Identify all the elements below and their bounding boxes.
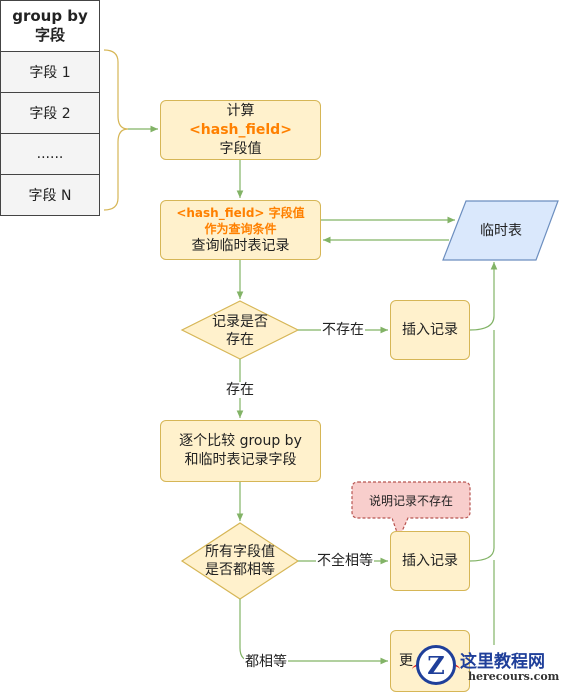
compute-hash-field: <hash_field>: [189, 121, 292, 138]
field-row-2: 字段 2: [1, 93, 99, 134]
field-table-header: group by 字段: [1, 1, 99, 52]
watermark-logo: Z 这里教程网 herecours.com: [412, 643, 561, 691]
watermark-title: 这里教程网: [460, 652, 545, 672]
field-brace: [103, 49, 129, 211]
callout-shape: [351, 481, 471, 540]
compare-line2: 和临时表记录字段: [184, 452, 297, 468]
compute-line1: 计算: [226, 102, 255, 119]
equal-decision-line1: 所有字段值: [205, 544, 275, 560]
compute-line3: 字段值: [219, 140, 262, 157]
exists-decision-line2: 存在: [226, 332, 254, 348]
edge-label-all-equal: 都相等: [244, 654, 288, 670]
equal-decision-label: 所有字段值 是否都相等: [185, 541, 295, 581]
watermark-z-icon: Z: [416, 645, 456, 685]
update-label: 更: [399, 652, 413, 669]
temp-table-label: 临时表: [480, 223, 522, 239]
insert2-label: 插入记录: [402, 552, 458, 569]
insert-record-node-2: 插入记录: [390, 531, 470, 591]
compare-fields-node: 逐个比较 group by 和临时表记录字段: [160, 420, 321, 482]
exists-decision-label: 记录是否 存在: [190, 312, 290, 350]
query-hash-field: <hash_field> 字段值: [176, 205, 305, 220]
edge-label-not-all-equal: 不全相等: [316, 553, 374, 569]
insert1-label: 插入记录: [402, 321, 458, 338]
exists-decision-line1: 记录是否: [212, 314, 268, 330]
query-temp-node: <hash_field> 字段值 作为查询条件 查询临时表记录: [160, 200, 321, 260]
edge-insert1-to-temp: [469, 262, 498, 331]
compare-line1: 逐个比较 group by: [179, 433, 302, 449]
equal-decision-line2: 是否都相等: [205, 562, 275, 578]
compute-hash-node: 计算 <hash_field> 字段值: [160, 100, 321, 160]
temp-table-shape: [442, 200, 559, 261]
field-row-n: 字段 N: [1, 175, 99, 215]
field-row-1: 字段 1: [1, 52, 99, 93]
query-condition: 作为查询条件: [204, 221, 277, 236]
edge-insert2-to-temp: [469, 330, 495, 562]
watermark-url: herecours.com: [468, 670, 560, 683]
field-row-ellipsis: ......: [1, 134, 99, 175]
group-by-field-table: group by 字段 字段 1 字段 2 ...... 字段 N: [0, 0, 100, 216]
query-line3: 查询临时表记录: [191, 237, 290, 254]
edge-label-not-exists: 不存在: [321, 322, 365, 338]
edge-equal-to-update: [239, 599, 388, 665]
field-table-header-line2: 字段: [34, 26, 65, 44]
edge-label-exists: 存在: [225, 382, 255, 398]
field-table-header-line1: group by: [12, 7, 88, 25]
insert-record-node-1: 插入记录: [390, 300, 470, 360]
callout-text: 说明记录不存在: [368, 493, 453, 508]
